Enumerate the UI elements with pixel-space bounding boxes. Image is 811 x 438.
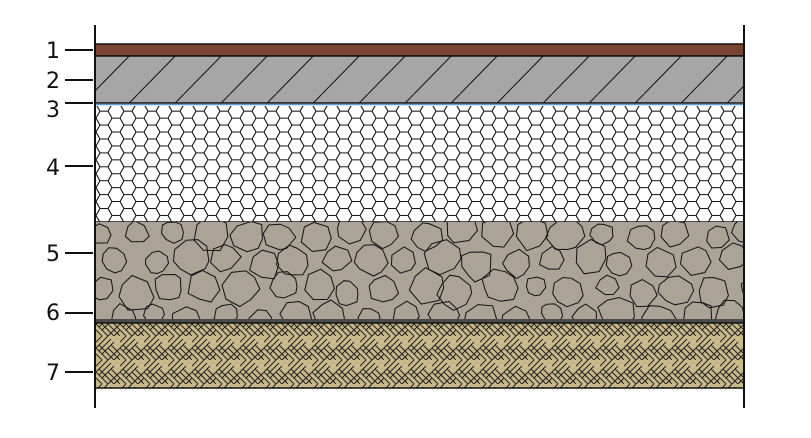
stone: [171, 306, 201, 320]
stone: [545, 222, 586, 251]
stone: [213, 303, 238, 320]
stone: [629, 279, 658, 308]
stone: [683, 301, 713, 320]
stone: [706, 225, 730, 249]
stone: [408, 266, 445, 305]
stone: [730, 222, 744, 243]
stone: [118, 274, 155, 311]
stone: [660, 222, 690, 248]
label-2: 2: [46, 69, 60, 94]
stone: [368, 222, 399, 250]
stone: [552, 276, 584, 308]
stone: [101, 247, 128, 274]
stone: [410, 222, 444, 252]
stone: [187, 269, 221, 303]
stone: [571, 303, 598, 320]
stone: [321, 245, 353, 272]
stone: [269, 271, 298, 299]
stone: [145, 250, 170, 275]
stone: [221, 270, 261, 308]
stone: [124, 222, 150, 243]
label-7: 7: [46, 361, 60, 386]
stone: [336, 222, 367, 245]
stone: [515, 222, 549, 252]
layer-7-base: [94, 322, 745, 389]
stone: [300, 222, 332, 253]
stone: [501, 305, 531, 320]
stone: [502, 248, 530, 280]
label-6: 6: [46, 301, 60, 326]
stone: [275, 244, 309, 276]
stone: [481, 222, 515, 248]
stone: [436, 274, 473, 311]
stone: [95, 223, 112, 244]
stone: [427, 300, 461, 320]
layer-labels: 1 2 3 4 5 6 7: [46, 39, 93, 386]
stone: [193, 222, 229, 252]
stone: [589, 223, 614, 246]
stone: [154, 273, 182, 301]
stone: [679, 246, 712, 277]
layer-5-gravel: [95, 222, 744, 320]
stone: [657, 275, 695, 306]
stone: [464, 304, 498, 320]
stone: [357, 308, 381, 320]
stone: [172, 239, 210, 276]
stone: [597, 296, 635, 320]
stone: [390, 246, 416, 274]
stone: [279, 300, 313, 320]
stone: [229, 222, 263, 253]
stone: [160, 222, 184, 244]
label-3: 3: [46, 98, 60, 123]
stone: [335, 280, 359, 307]
stone: [95, 276, 114, 301]
stone: [605, 251, 633, 277]
layer-5-stones: [95, 222, 744, 320]
stone: [698, 276, 729, 309]
stone: [641, 305, 678, 320]
stone: [368, 274, 400, 303]
stone: [446, 222, 479, 244]
layer-1-finish: [94, 43, 745, 57]
label-1: 1: [46, 39, 60, 64]
stone: [111, 302, 137, 320]
stone: [718, 242, 744, 270]
stone: [312, 299, 346, 320]
stone: [595, 274, 620, 296]
stone: [575, 238, 607, 275]
layer-6-separator: [95, 319, 744, 323]
stone: [392, 300, 420, 320]
stone: [247, 309, 273, 320]
layer-4-hex-pattern: [95, 106, 744, 222]
stone: [481, 268, 519, 302]
stone: [304, 268, 335, 301]
label-5: 5: [46, 242, 60, 267]
layer-2-hatch: [94, 55, 745, 104]
stone: [740, 281, 744, 297]
stone: [423, 239, 462, 276]
stone: [538, 245, 565, 270]
stone: [249, 249, 280, 280]
stone: [209, 244, 242, 273]
stone: [525, 276, 547, 297]
stone: [645, 246, 677, 278]
stone: [142, 303, 165, 320]
label-4: 4: [46, 156, 60, 181]
stone: [714, 299, 744, 320]
stone: [353, 244, 389, 277]
stone: [541, 303, 564, 320]
stone: [626, 225, 656, 251]
